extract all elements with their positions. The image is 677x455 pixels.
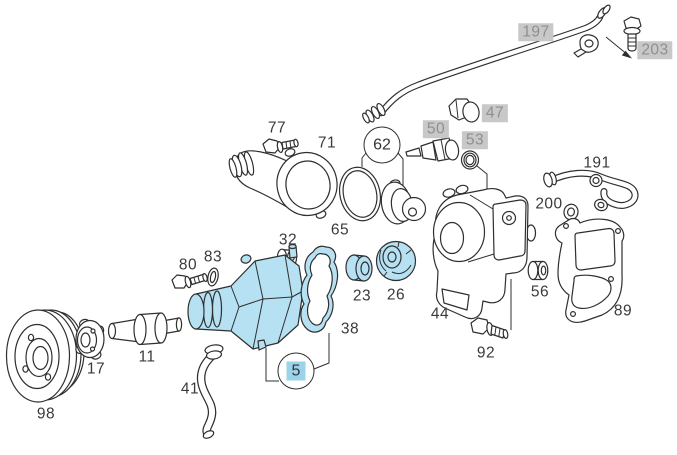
part-seal-23[interactable] [345,254,373,282]
label-box-203[interactable]: 203 [637,41,673,59]
part-hub-17[interactable] [75,318,105,360]
part-temp-sensor-50[interactable] [405,137,460,162]
label-38[interactable]: 38 [340,320,360,338]
label-11[interactable]: 11 [138,348,156,366]
part-seal-ring-53[interactable] [460,150,480,170]
label-box-47[interactable]: 47 [481,104,509,122]
part-impeller-26[interactable] [375,240,417,282]
label-23[interactable]: 23 [352,287,372,305]
label-56[interactable]: 56 [530,283,550,301]
leader-lines-5 [265,333,330,382]
balloon-5-selected[interactable]: 5 [277,352,315,390]
leader-arrow-203 [605,36,632,59]
part-gasket-38[interactable] [300,245,339,333]
part-pulley-98[interactable] [5,309,85,403]
part-plug-92[interactable] [470,317,509,339]
part-bearing-shaft-11[interactable] [107,312,183,346]
part-bolt-77[interactable] [262,138,299,154]
label-box-50[interactable]: 50 [422,120,450,138]
label-41[interactable]: 41 [180,380,200,398]
part-hose-191[interactable] [542,169,639,212]
label-71[interactable]: 71 [317,134,337,152]
part-hose-41[interactable] [196,344,224,440]
part-bolt-80[interactable] [171,273,208,289]
label-26[interactable]: 26 [386,286,406,304]
balloon-5-number: 5 [286,361,306,381]
label-box-197[interactable]: 197 [518,23,554,41]
label-83[interactable]: 83 [203,248,223,266]
label-77[interactable]: 77 [267,119,287,137]
part-plug-47[interactable] [448,98,481,123]
part-bolt-203[interactable] [623,16,642,52]
label-17[interactable]: 17 [86,360,106,378]
part-water-pump-5[interactable] [187,243,304,351]
part-pipe-clamp[interactable] [573,34,599,58]
label-191[interactable]: 191 [583,154,611,172]
part-coolant-pipe-197[interactable] [361,4,611,124]
label-92[interactable]: 92 [476,344,496,362]
part-water-outlet-71[interactable] [228,148,342,221]
label-80[interactable]: 80 [178,256,198,274]
part-thermostat-62[interactable] [379,179,427,225]
part-oring-65[interactable] [334,163,385,225]
label-32[interactable]: 32 [278,231,298,249]
leader-lines-62 [361,152,404,186]
part-housing-44[interactable] [432,184,537,320]
label-98[interactable]: 98 [36,405,56,423]
part-dowel-56[interactable] [527,260,549,281]
label-89[interactable]: 89 [613,302,633,320]
part-gasket-89[interactable] [554,217,625,323]
label-200[interactable]: 200 [535,195,563,213]
label-65[interactable]: 65 [330,221,350,239]
balloon-62-number: 62 [373,136,391,153]
label-44[interactable]: 44 [430,305,450,323]
balloon-62[interactable]: 62 [363,126,401,164]
part-washer-83[interactable] [206,267,220,287]
label-box-53[interactable]: 53 [461,131,489,149]
